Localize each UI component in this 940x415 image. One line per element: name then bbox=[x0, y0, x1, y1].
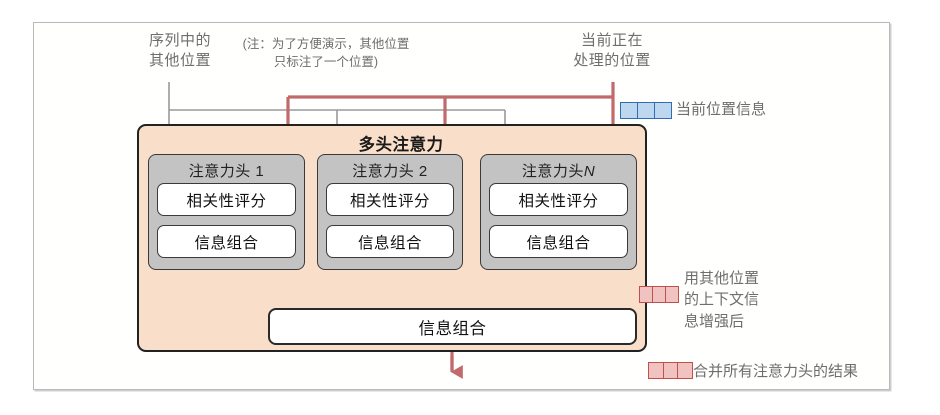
legend-swatch-merged-heads bbox=[648, 362, 693, 379]
attention-head-2-title: 注意力头 2 bbox=[352, 163, 428, 180]
swatch-cell bbox=[653, 287, 666, 302]
callout-other-positions: 序列中的 其他位置 bbox=[148, 32, 211, 69]
swatch-cell bbox=[638, 103, 655, 118]
attention-head-n-title-text: 注意力头 bbox=[521, 163, 584, 180]
swatch-cell bbox=[640, 287, 653, 302]
attention-head-n-relevance-score: 相关性评分 bbox=[489, 183, 628, 216]
swatch-cell bbox=[649, 363, 664, 378]
swatch-cell bbox=[678, 363, 692, 378]
swatch-cell bbox=[666, 287, 678, 302]
attention-head-2: 注意力头 2 相关性评分 信息组合 bbox=[317, 154, 463, 270]
attention-head-1-info-combine: 信息组合 bbox=[157, 225, 296, 258]
attention-head-1-title: 注意力头 1 bbox=[188, 163, 265, 180]
callout-note: (注：为了方便演示，其他位置 只标注了一个位置) bbox=[242, 37, 410, 69]
legend-swatch-context-enhanced bbox=[639, 286, 679, 303]
attention-head-1-relevance-score: 相关性评分 bbox=[157, 183, 296, 216]
attention-head-n: 注意力头N 相关性评分 信息组合 bbox=[480, 154, 637, 270]
swatch-cell bbox=[621, 103, 638, 118]
swatch-cell bbox=[664, 363, 679, 378]
swatch-cell bbox=[655, 103, 671, 118]
final-info-combine-box: 信息组合 bbox=[268, 308, 637, 345]
legend-label-current-position-info: 当前位置信息 bbox=[676, 101, 767, 118]
legend-label-merged-heads: 合并所有注意力头的结果 bbox=[693, 363, 859, 380]
multi-head-attention-title: 多头注意力 bbox=[358, 136, 444, 154]
attention-head-2-relevance-score: 相关性评分 bbox=[326, 183, 454, 216]
attention-head-1: 注意力头 1 相关性评分 信息组合 bbox=[148, 154, 305, 270]
attention-head-n-title: 注意力头N bbox=[481, 160, 636, 181]
attention-head-2-info-combine: 信息组合 bbox=[326, 225, 454, 258]
legend-swatch-current-position-info bbox=[620, 102, 672, 119]
attention-head-n-info-combine: 信息组合 bbox=[489, 225, 628, 258]
callout-current-position: 当前正在 处理的位置 bbox=[573, 32, 651, 69]
legend-label-context-enhanced: 用其他位置 的上下文信 息增强后 bbox=[684, 270, 760, 330]
attention-head-n-index: N bbox=[583, 163, 596, 180]
